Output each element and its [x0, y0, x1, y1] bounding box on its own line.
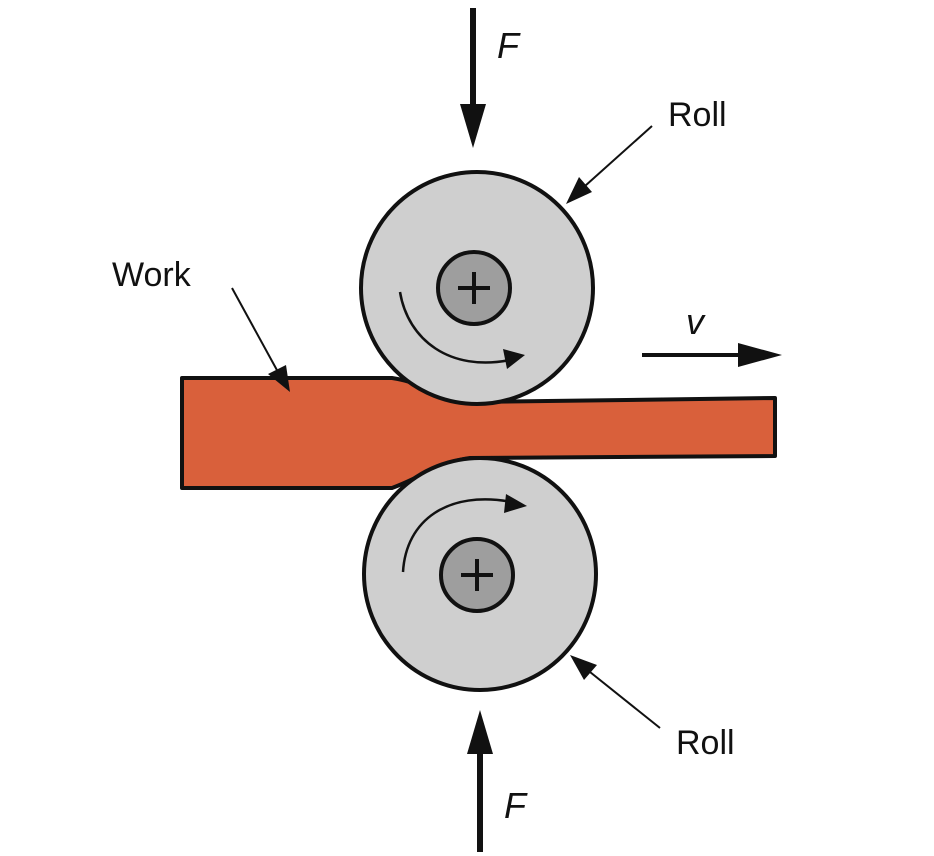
bottom-roll-rotation-arrow: [401, 498, 513, 573]
velocity-arrow: [642, 343, 782, 367]
bottom-roll: [362, 456, 598, 692]
work-leader: [231, 287, 290, 392]
top-roll-leader: [566, 125, 653, 204]
top-roll: [359, 170, 595, 406]
top-force-label: F: [497, 25, 521, 66]
top-roll-label: Roll: [668, 96, 727, 134]
bottom-force-arrow: [467, 710, 493, 852]
work-label: Work: [112, 256, 192, 294]
velocity-label: v: [686, 301, 706, 342]
bottom-force-label: F: [504, 785, 528, 826]
bottom-roll-leader: [570, 655, 661, 729]
top-force-arrow: [460, 8, 486, 148]
bottom-roll-label: Roll: [676, 724, 735, 762]
top-roll-rotation-arrow: [398, 291, 511, 364]
